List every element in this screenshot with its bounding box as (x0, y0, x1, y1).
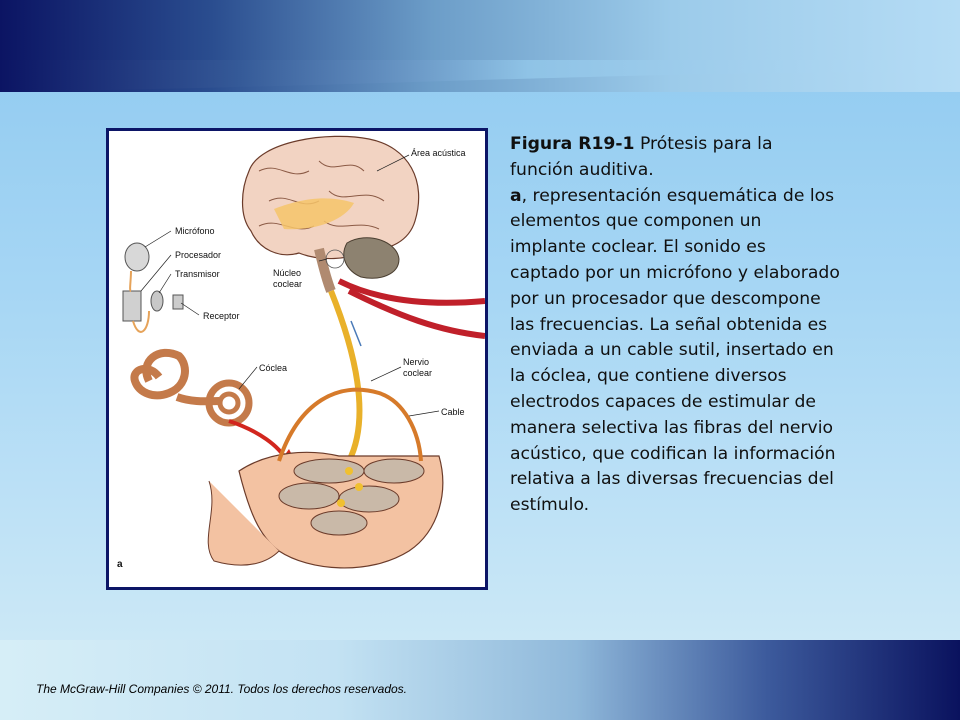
microphone-illustration (124, 242, 150, 272)
footer-band (0, 640, 960, 720)
label-nervio-line1: Nervio (403, 357, 429, 367)
processor-illustration (122, 290, 142, 322)
caption-title-rest: Prótesis para la función auditiva. (510, 134, 773, 180)
label-nervio-line2: coclear (403, 368, 432, 378)
cerebellum-illustration (343, 237, 400, 279)
label-nucleo-line2: coclear (273, 279, 302, 289)
caption-title: Figura R19-1 (510, 134, 635, 154)
copyright-footer: The McGraw-Hill Companies © 2011. Todos … (36, 682, 408, 696)
label-coclea: Cóclea (259, 363, 287, 373)
figure-caption: Figura R19-1 Prótesis para la función au… (510, 132, 840, 519)
brain-illustration (241, 135, 420, 260)
header-wave (0, 60, 960, 92)
label-procesador: Procesador (175, 250, 221, 260)
label-nucleo-line1: Núcleo (273, 268, 301, 278)
label-area-acustica: Área acústica (411, 148, 466, 158)
inner-ear-illustration (130, 348, 189, 400)
panel-letter: a (117, 559, 123, 570)
label-transmisor: Transmisor (175, 269, 220, 279)
label-cable: Cable (441, 407, 465, 417)
label-microfono: Micrófono (175, 226, 215, 236)
cochlear-nerve (328, 289, 363, 463)
caption-body: , representación esquemática de los elem… (510, 185, 840, 516)
label-receptor: Receptor (203, 311, 240, 321)
caption-letter: a (510, 185, 522, 206)
figure-image: Área acústica Micrófono Procesador Trans… (106, 128, 488, 590)
